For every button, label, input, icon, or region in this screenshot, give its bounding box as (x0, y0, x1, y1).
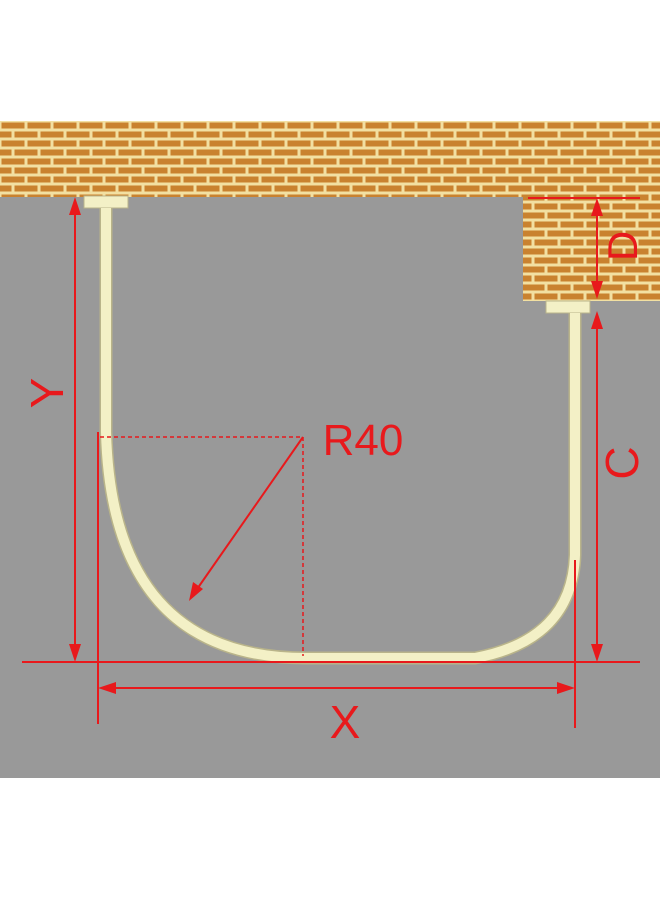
x-dimension-label: X (330, 696, 361, 748)
d-dimension-label: D (599, 231, 646, 261)
brick-ceiling (0, 121, 660, 197)
c-dimension-label: C (596, 446, 648, 479)
right-wall-flange (545, 300, 591, 314)
shower-rod (99, 208, 582, 665)
y-dimension-label: Y (21, 378, 73, 409)
dimension-lines (22, 197, 640, 728)
radius-label: R40 (323, 416, 404, 465)
left-ceiling-flange (83, 195, 129, 209)
brick-wall-block (523, 197, 660, 301)
